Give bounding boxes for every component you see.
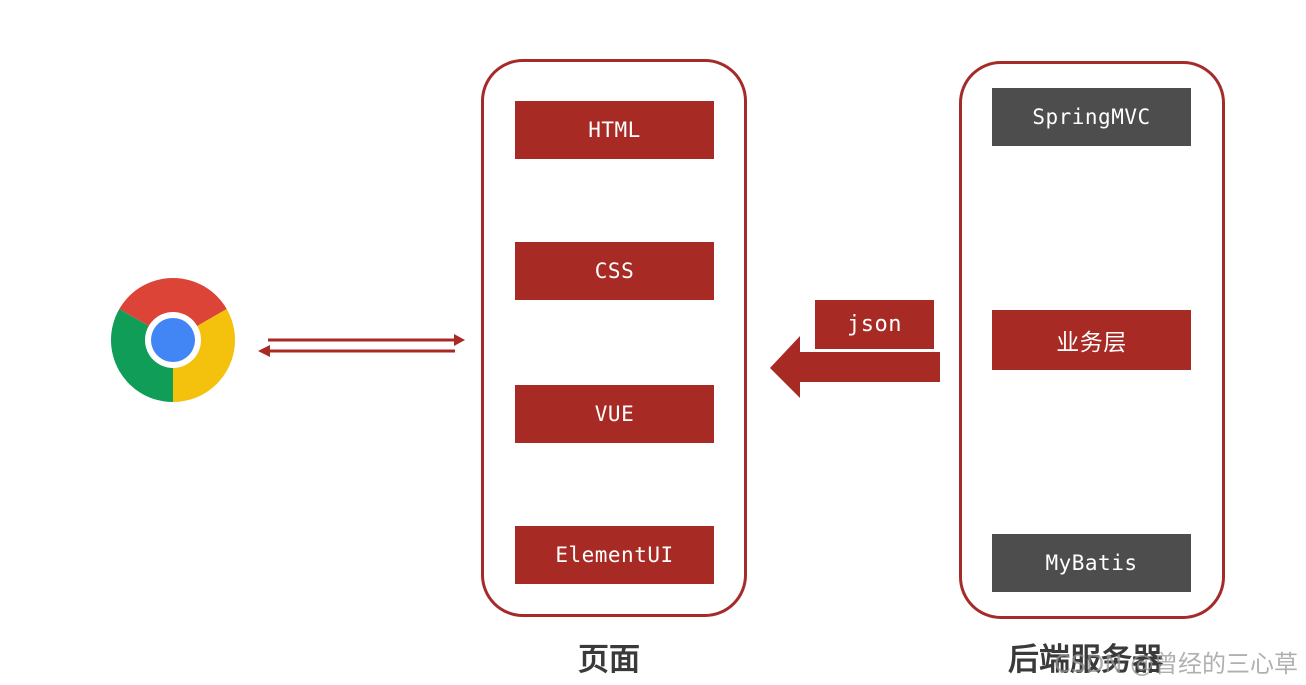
html-box: HTML [515, 101, 714, 159]
frontend-caption: 页面 [578, 642, 640, 678]
json-label: json [815, 300, 934, 349]
backend-caption: 后端服务器 [1008, 642, 1163, 678]
request-arrow [268, 334, 465, 346]
elementui-box: ElementUI [515, 526, 714, 584]
watermark: CSDN @曾经的三心草 [1053, 650, 1298, 678]
vue-box: VUE [515, 385, 714, 443]
css-box: CSS [515, 242, 714, 300]
service-layer-box: 业务层 [992, 310, 1191, 370]
springmvc-box: SpringMVC [992, 88, 1191, 146]
response-arrow [258, 345, 455, 357]
mybatis-box: MyBatis [992, 534, 1191, 592]
